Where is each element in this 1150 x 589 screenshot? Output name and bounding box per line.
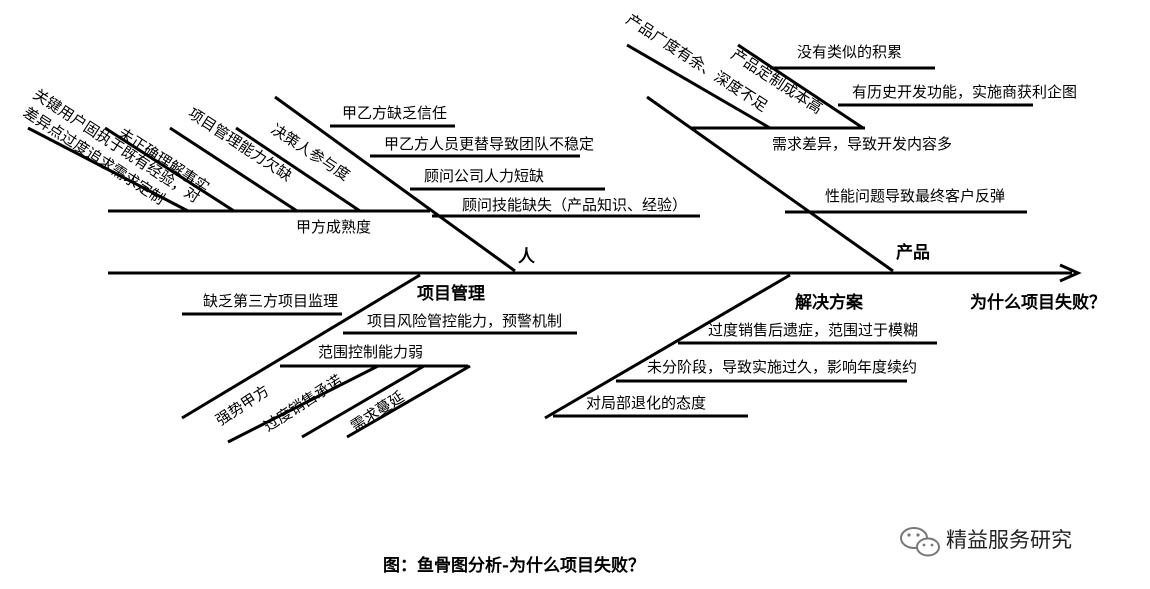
pm-cause-1: 缺乏第三方项目监理 (203, 292, 338, 310)
people-cause-2: 甲乙方人员更替导致团队不稳定 (384, 135, 594, 153)
people-cause-1: 甲乙方缺乏信任 (342, 104, 447, 122)
solution-cause-2: 未分阶段，导致实施过久，影响年度续约 (647, 358, 917, 376)
figure-caption: 图：鱼骨图分析-为什么项目失败？ (383, 555, 645, 576)
pm-diagonal-cause-2: 过度销售承诺 (260, 371, 345, 435)
wechat-icon (900, 527, 940, 557)
solution-cause-3: 对局部退化的态度 (586, 394, 706, 412)
watermark-text: 精益服务研究 (946, 528, 1072, 552)
branch-project-management (181, 273, 577, 444)
people-sub-branch-label: 甲方成熟度 (296, 218, 371, 236)
people-cause-3: 顾问公司人力短缺 (424, 167, 544, 185)
solution-cause-1: 过度销售后遗症，范围过于模糊 (708, 321, 918, 339)
category-people-label: 人 (518, 247, 536, 267)
people-cause-4: 顾问技能缺失（产品知识、经验） (462, 196, 687, 214)
branch-solution (544, 273, 937, 420)
product-cause-3: 需求差异，导致开发内容多 (772, 135, 952, 153)
category-project-management-label: 项目管理 (417, 283, 485, 304)
product-cause-2: 有历史开发功能，实施商获利企图 (852, 83, 1077, 101)
category-solution-label: 解决方案 (795, 292, 864, 313)
product-cause-1: 没有类似的积累 (797, 43, 902, 61)
pm-cause-3: 范围控制能力弱 (318, 343, 423, 361)
effect-label: 为什么项目失败？ (970, 292, 1106, 313)
branch-product (626, 43, 1033, 273)
people-subcause-1a: 关键用户固执于既有经验，对 (30, 85, 203, 206)
product-cause-4: 性能问题导致最终客户反弹 (825, 187, 1005, 205)
spine (108, 263, 1082, 283)
category-product-label: 产品 (896, 242, 930, 263)
branch-people (27, 95, 700, 273)
pm-cause-2: 项目风险管控能力，预警机制 (367, 312, 562, 330)
